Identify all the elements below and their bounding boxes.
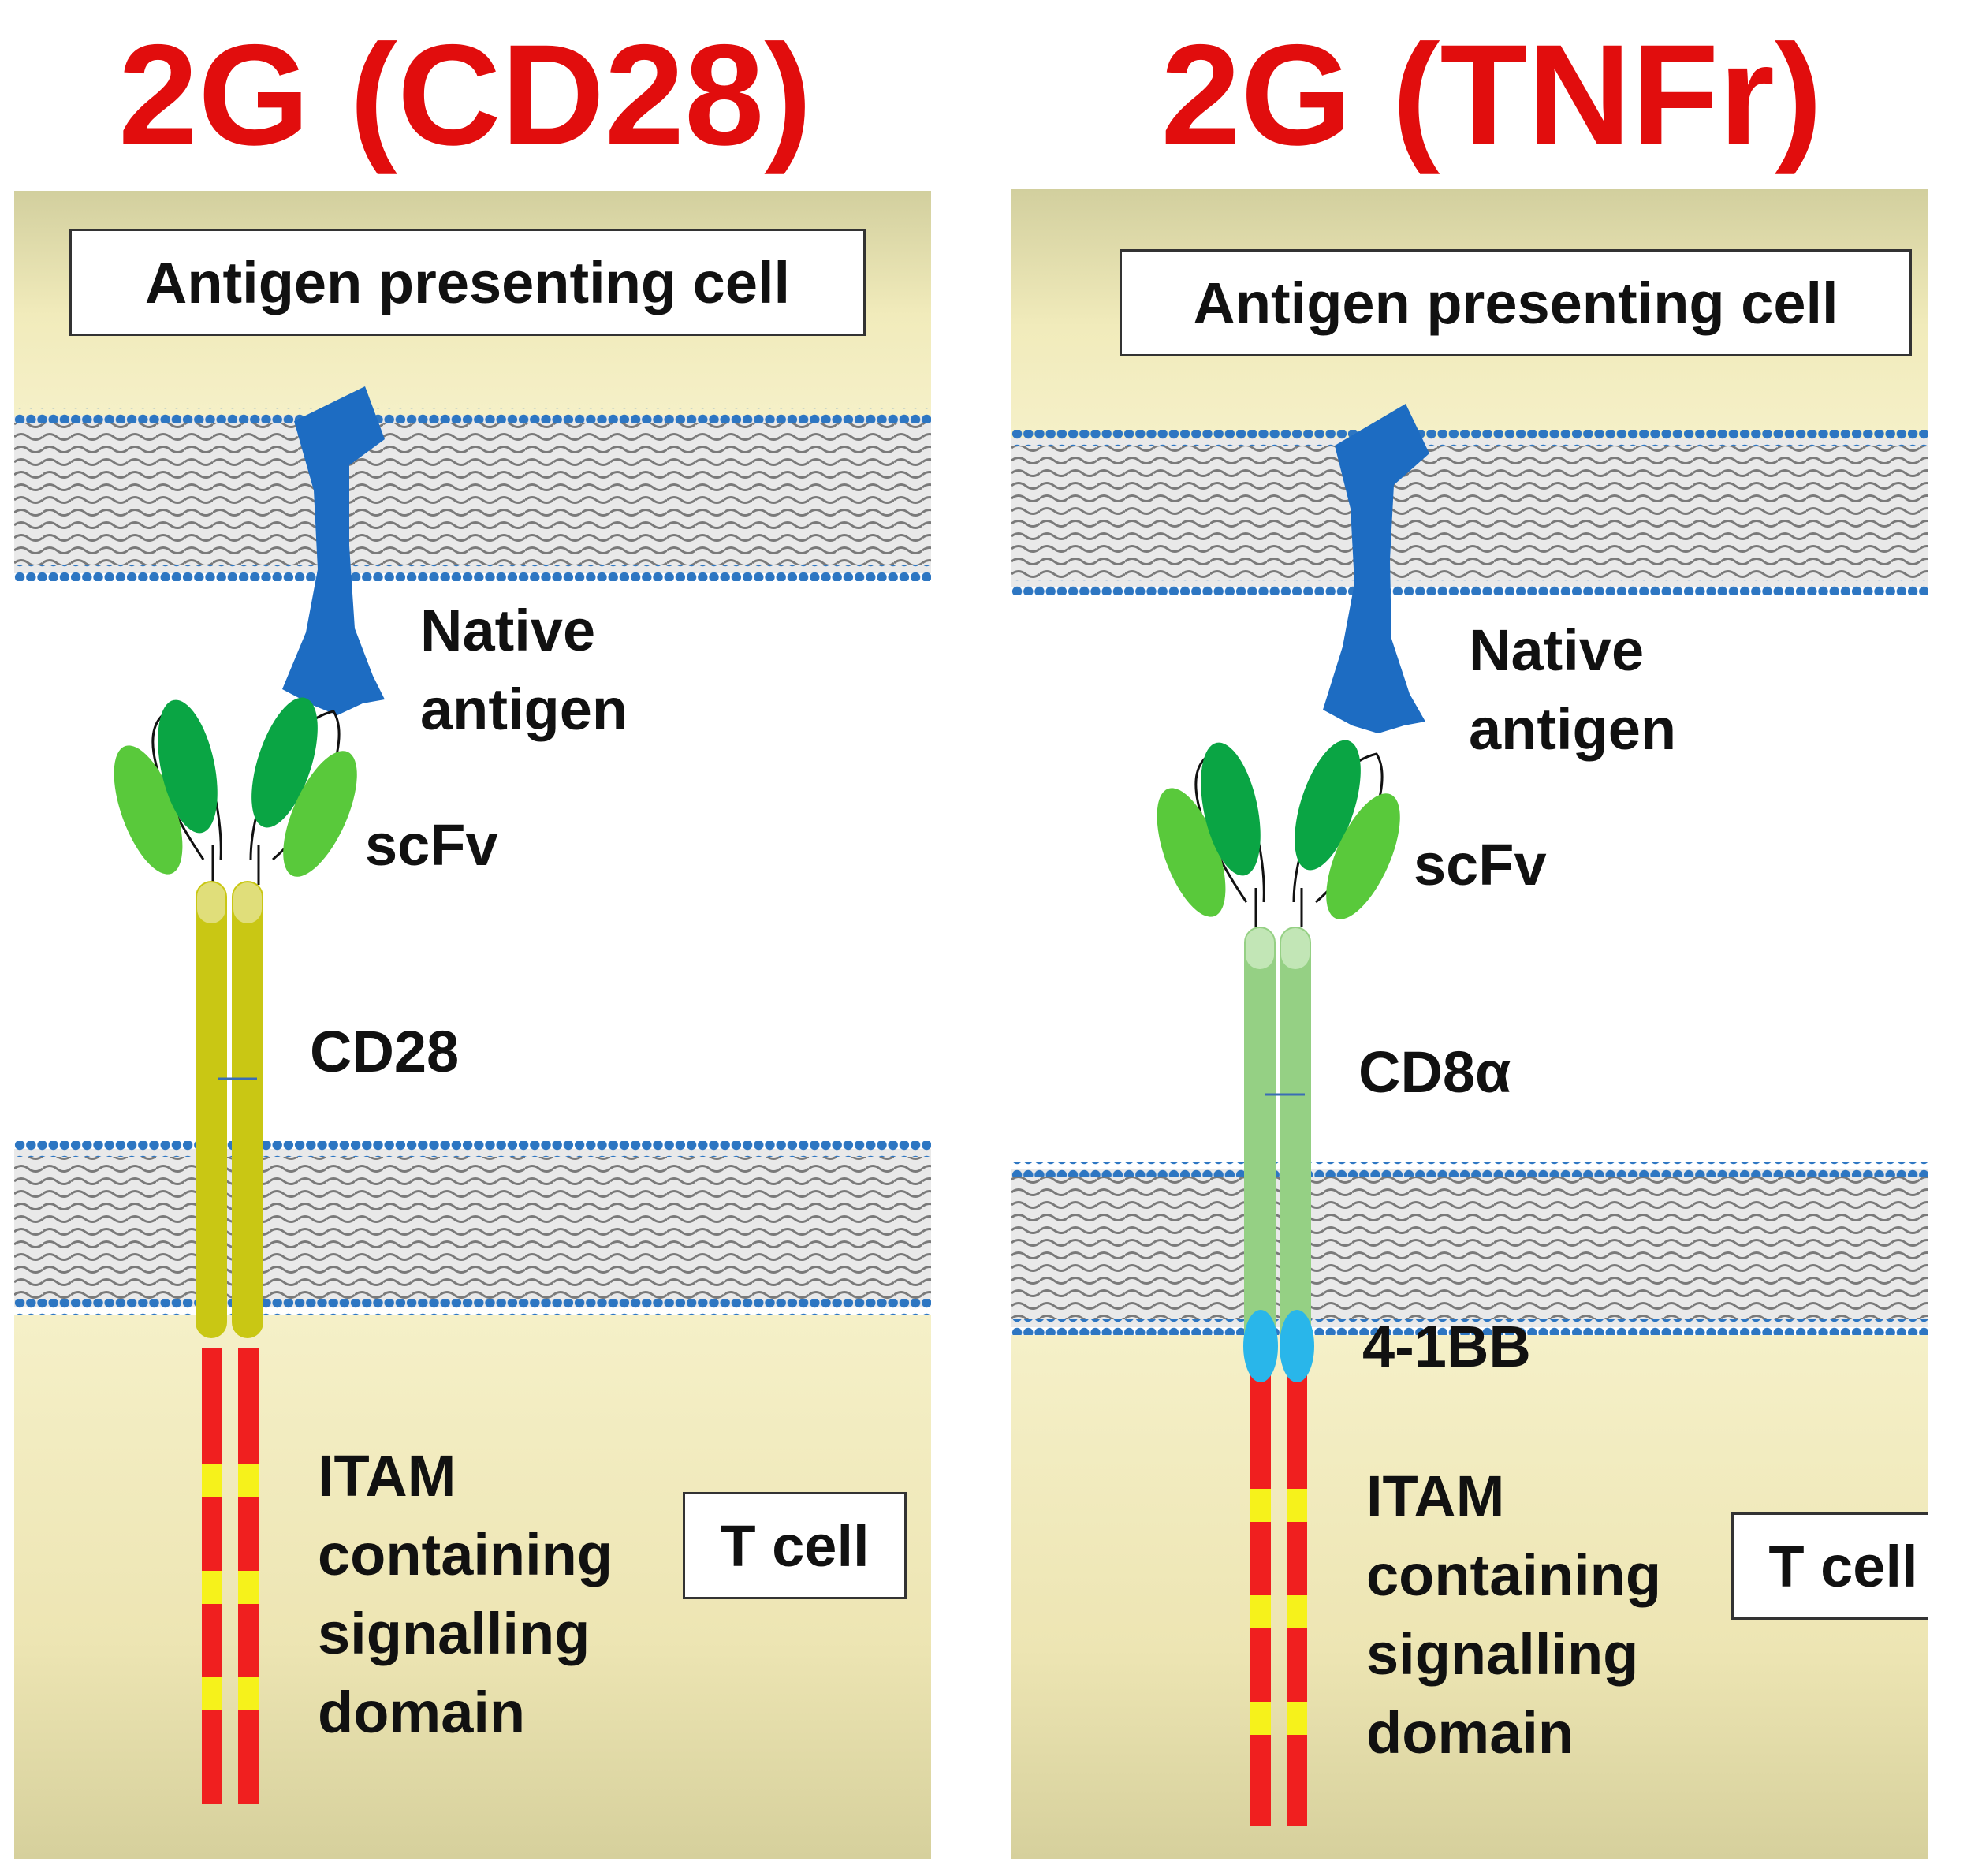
panel-title-cd28: 2G (CD28) [118, 14, 812, 175]
costim-4-1bb-domain [1243, 1310, 1314, 1382]
apc-label-box: Antigen presenting cell [1120, 249, 1912, 356]
itam-motifs [1250, 1489, 1307, 1735]
apc-label-box: Antigen presenting cell [69, 229, 866, 336]
scfv-label: scFv [365, 812, 498, 878]
signalling-domain-label: ITAM containing signalling domain [318, 1443, 613, 1745]
cd28-domain [196, 881, 263, 1338]
costim-4-1bb-label: 4-1BB [1362, 1314, 1531, 1379]
signalling-domain-label: ITAM containing signalling domain [1366, 1464, 1662, 1766]
tcell-membrane [14, 1141, 931, 1315]
tcell-label-box: T cell [1731, 1512, 1928, 1620]
cd3z-signalling-chains [1250, 1360, 1307, 1826]
native-antigen-label: Native antigen [420, 598, 628, 742]
cd28-diagram-graphic [14, 191, 931, 1859]
tcell-membrane [1011, 1162, 1928, 1335]
cd8a-domain [1244, 927, 1311, 1352]
scfv-right [249, 697, 357, 885]
car-diagram-cd28: Antigen presenting cell T cell Native an… [14, 191, 931, 1859]
native-antigen-label: Native antigen [1469, 617, 1677, 762]
scfv-label: scFv [1414, 832, 1547, 897]
native-antigen-shape [1323, 404, 1429, 733]
cd28-label: CD28 [310, 1019, 460, 1084]
tnfr-diagram-graphic [1011, 189, 1928, 1859]
scfv-left [114, 699, 222, 885]
cd8a-label: CD8α [1358, 1039, 1511, 1105]
apc-membrane [1011, 430, 1928, 595]
car-diagram-tnfr: Antigen presenting cell T cell Native an… [1011, 189, 1928, 1859]
apc-membrane [14, 408, 931, 581]
scfv-right [1292, 740, 1400, 927]
itam-motifs [202, 1464, 259, 1710]
tcell-label-box: T cell [683, 1492, 907, 1599]
scfv-left [1157, 742, 1265, 927]
panel-title-tnfr: 2G (TNFr) [1161, 14, 1823, 175]
native-antigen-shape [282, 386, 385, 715]
